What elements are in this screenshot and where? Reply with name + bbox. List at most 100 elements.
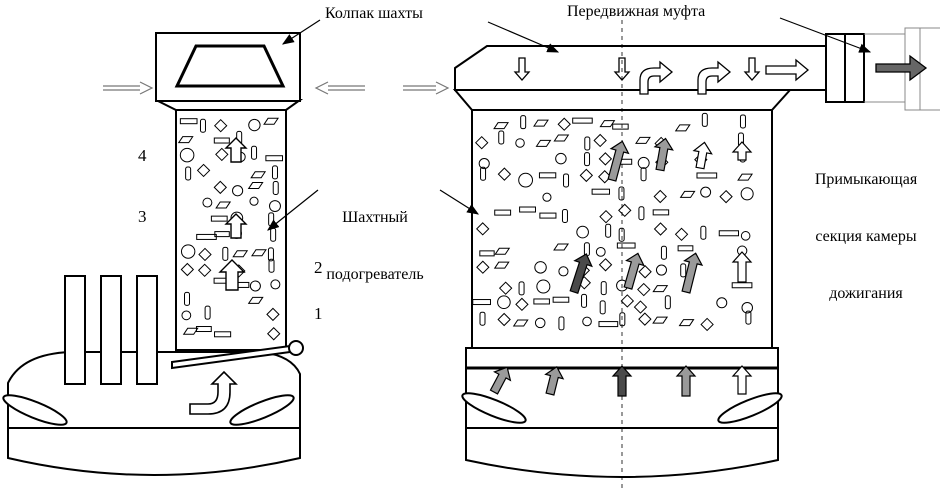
scrap-piece xyxy=(267,247,274,262)
scrap-piece xyxy=(271,165,278,180)
scrap-piece xyxy=(660,245,667,260)
scrap-piece xyxy=(177,136,194,144)
scrap-piece xyxy=(536,279,551,294)
scrap-piece xyxy=(199,118,206,133)
scrap-piece xyxy=(572,117,593,124)
scrap-piece xyxy=(599,300,606,315)
scrap-piece xyxy=(618,203,632,218)
scrap-piece xyxy=(248,118,261,132)
scrap-piece xyxy=(197,263,212,278)
scrap-piece xyxy=(599,209,613,224)
scrap-piece xyxy=(249,280,261,292)
scrap-piece xyxy=(518,281,525,296)
marker-4: 4 xyxy=(138,146,147,165)
scrap-piece xyxy=(605,223,612,238)
scrap-piece xyxy=(701,112,708,127)
output-flow-arrow xyxy=(875,54,928,82)
scrap-piece xyxy=(247,296,264,304)
scrap-piece xyxy=(214,331,232,338)
scrap-piece xyxy=(195,326,212,333)
scrap-piece xyxy=(581,293,588,308)
scrap-piece xyxy=(479,311,486,326)
scrap-piece xyxy=(700,186,712,198)
left-inlet-arrows xyxy=(103,81,450,95)
scrap-piece xyxy=(497,295,511,310)
scrap-piece xyxy=(579,168,594,183)
scrap-piece xyxy=(198,247,212,262)
scrap-piece xyxy=(620,294,635,308)
scrap-piece xyxy=(182,327,199,335)
left-cap-inner-trapezoid xyxy=(174,44,286,88)
scrap-piece xyxy=(637,282,651,297)
label-shaft-heater-line1: Шахтный xyxy=(342,209,408,226)
scrap-piece xyxy=(638,265,652,279)
scrap-piece xyxy=(598,258,613,272)
right-hood-neck xyxy=(452,89,793,111)
scrap-piece xyxy=(584,152,591,167)
scrap-piece xyxy=(696,172,718,179)
scrap-piece xyxy=(498,281,513,295)
scrap-piece xyxy=(184,291,191,306)
scrap-piece xyxy=(179,147,195,163)
scrap-piece xyxy=(512,319,529,327)
scrap-piece xyxy=(472,299,491,306)
scrap-piece xyxy=(232,250,249,258)
left-bottom-drum xyxy=(7,427,301,476)
scrap-piece xyxy=(515,297,529,312)
marker-3: 3 xyxy=(138,207,147,226)
scrap-piece xyxy=(655,264,668,276)
scrap-piece xyxy=(533,119,549,127)
leader-lines xyxy=(267,17,872,231)
flow-arrow xyxy=(731,141,753,161)
scrap-piece xyxy=(272,181,279,196)
scrap-piece xyxy=(576,225,589,239)
scrap-piece xyxy=(674,124,691,132)
label-shaft-cap: Колпак шахты xyxy=(325,5,423,22)
scrap-piece xyxy=(600,281,607,296)
scrap-piece xyxy=(476,222,490,236)
marker-2: 2 xyxy=(314,258,323,277)
scrap-piece xyxy=(598,152,613,166)
scrap-piece xyxy=(558,316,565,331)
scrap-piece xyxy=(716,297,728,309)
right-burner-nozzle-1 xyxy=(461,392,527,424)
scrap-piece xyxy=(202,197,213,208)
right-shaft-arrows xyxy=(569,137,753,294)
scrap-piece xyxy=(251,145,258,160)
scrap-piece xyxy=(478,157,490,170)
electrode-1 xyxy=(64,275,86,385)
scrap-piece xyxy=(518,172,534,188)
scrap-piece xyxy=(538,172,557,179)
label-adjacent-line1: Примыкающая xyxy=(814,171,918,188)
scrap-piece xyxy=(497,167,512,181)
scrap-piece xyxy=(497,312,511,327)
scrap-piece xyxy=(558,266,569,277)
left-curved-flow-arrow xyxy=(189,370,238,415)
scrap-piece xyxy=(263,117,279,125)
scrap-piece xyxy=(250,171,267,179)
scrap-piece xyxy=(213,180,227,195)
scrap-piece xyxy=(494,247,511,255)
scrap-piece xyxy=(213,137,230,144)
left-shaft-arrows xyxy=(218,137,248,291)
scrap-piece xyxy=(652,209,670,216)
scrap-piece xyxy=(480,166,487,181)
scrap-piece xyxy=(638,206,645,221)
scrap-piece xyxy=(232,185,244,197)
scrap-piece xyxy=(561,209,568,224)
label-adjacent-section: Примыкающая секция камеры дожигания xyxy=(790,132,942,322)
scrap-piece xyxy=(534,261,547,274)
scrap-piece xyxy=(612,123,629,130)
right-lower-arrows xyxy=(489,365,753,397)
scrap-piece xyxy=(185,166,192,181)
right-burner-nozzle-2 xyxy=(717,392,783,424)
scrap-piece xyxy=(677,245,694,252)
flow-arrow xyxy=(731,365,753,395)
label-moving-coupling: Передвижная муфта xyxy=(567,3,706,20)
flow-arrow xyxy=(611,365,633,397)
scrap-piece xyxy=(553,134,570,142)
scrap-piece xyxy=(635,136,651,144)
scrap-piece xyxy=(553,243,570,251)
scrap-piece xyxy=(718,230,739,237)
scrap-piece xyxy=(719,189,733,204)
